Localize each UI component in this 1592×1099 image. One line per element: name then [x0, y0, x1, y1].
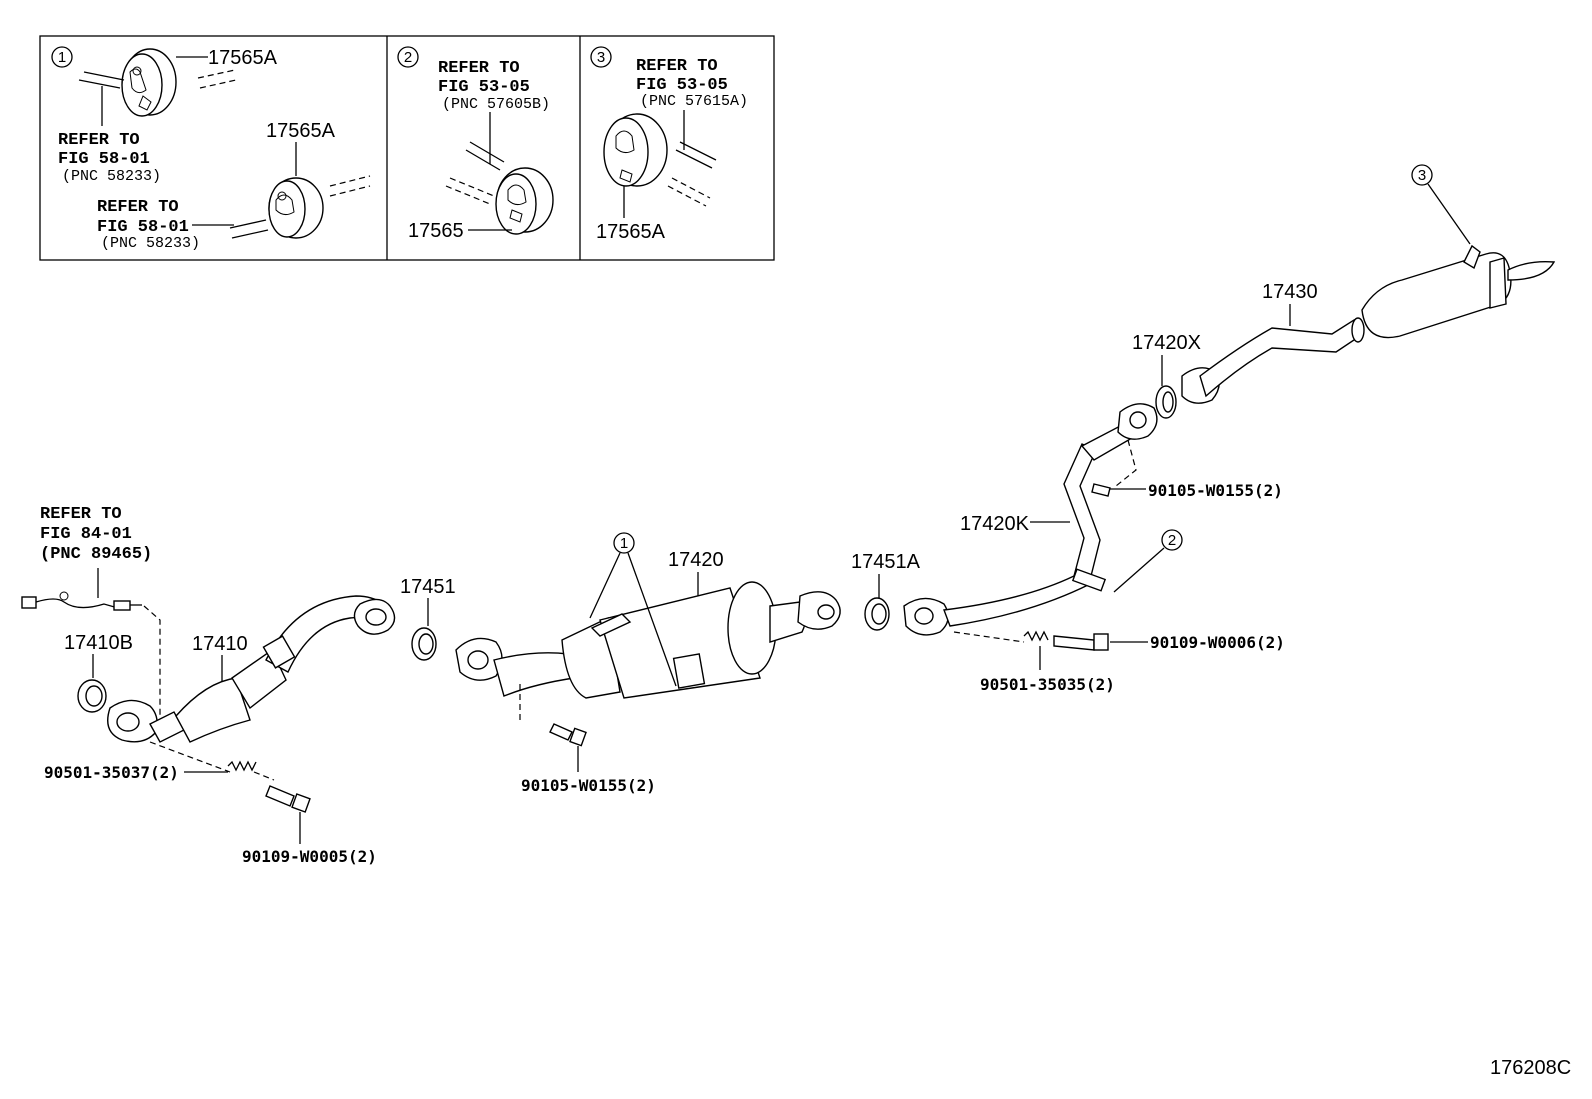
refer-label-d-line1: REFER TO [636, 57, 718, 76]
part-label-17430: 17430 [1262, 281, 1318, 303]
refer-label-c-line3: (PNC 57605B) [442, 96, 550, 113]
part-label-90501-35035: 90501-35035(2) [980, 675, 1115, 694]
bolt-icon[interactable] [1053, 633, 1109, 651]
hanger-rubber-icon[interactable] [495, 167, 554, 235]
gasket-17410B[interactable] [77, 679, 107, 713]
callout-1-inset[interactable]: 1 [51, 46, 73, 68]
figure-id: 176208C [1490, 1057, 1571, 1079]
gasket-17451A[interactable] [864, 597, 890, 631]
part-label-17451A: 17451A [851, 551, 921, 573]
refer-label-a-line2: FIG 58-01 [58, 150, 150, 169]
refer-sensor-line3: (PNC 89465) [40, 545, 152, 564]
refer-label-c-line2: FIG 53-05 [438, 78, 530, 97]
refer-label-a-line1: REFER TO [58, 131, 140, 150]
part-label-17565A-top: 17565A [208, 47, 278, 69]
gasket-17451[interactable] [411, 627, 437, 661]
inset-2: 2 REFER TO FIG 53-05 (PNC 57605B) 17565 [397, 46, 554, 242]
oxygen-sensor[interactable] [21, 591, 142, 611]
svg-text:2: 2 [404, 49, 412, 66]
bolt-icon[interactable] [549, 723, 587, 747]
refer-label-a-line3: (PNC 58233) [62, 168, 161, 185]
part-label-17565: 17565 [408, 220, 464, 242]
part-label-90109-W0006: 90109-W0006(2) [1150, 633, 1285, 652]
intermediate-pipe-17420K[interactable] [903, 403, 1158, 636]
part-label-17565A-inset3: 17565A [596, 221, 666, 243]
refer-label-d-line3: (PNC 57615A) [640, 93, 748, 110]
svg-text:3: 3 [597, 49, 605, 66]
hanger-rubber-icon[interactable] [268, 177, 324, 239]
refer-label-b-line1: REFER TO [97, 198, 179, 217]
refer-sensor-line2: FIG 84-01 [40, 525, 132, 544]
svg-text:1: 1 [58, 49, 66, 66]
refer-label-b-line3: (PNC 58233) [101, 235, 200, 252]
spring-icon[interactable] [227, 760, 257, 772]
catalytic-converter-17420[interactable] [455, 581, 841, 724]
part-label-17420: 17420 [668, 549, 724, 571]
part-label-90105-W0155-right: 90105-W0155(2) [1148, 481, 1283, 500]
inset-3: 3 REFER TO FIG 53-05 (PNC 57615A) 17565A [590, 46, 748, 243]
part-label-17451: 17451 [400, 576, 456, 598]
part-label-90109-W0005: 90109-W0005(2) [242, 847, 377, 866]
refer-label-c-line1: REFER TO [438, 59, 520, 78]
bolt-icon[interactable] [265, 785, 311, 813]
callout-1[interactable]: 1 [613, 532, 635, 554]
spring-icon[interactable] [1023, 630, 1049, 642]
part-label-17420K: 17420K [960, 513, 1030, 535]
callout-2[interactable]: 2 [1161, 529, 1183, 551]
inset-box [39, 35, 775, 261]
front-pipe-17410[interactable] [107, 595, 396, 743]
part-label-17420X: 17420X [1132, 332, 1201, 354]
refer-label-d-line2: FIG 53-05 [636, 76, 728, 95]
hanger-rubber-icon[interactable] [121, 48, 177, 117]
refer-label-b-line2: FIG 58-01 [97, 218, 189, 237]
part-label-17410B: 17410B [64, 632, 133, 654]
callout-3-inset[interactable]: 3 [590, 46, 612, 68]
part-label-17565A-bottom: 17565A [266, 120, 336, 142]
svg-text:2: 2 [1168, 532, 1176, 549]
callout-2-inset[interactable]: 2 [397, 46, 419, 68]
gasket-17420X[interactable] [1155, 385, 1177, 419]
inset-1: 1 17565A REFER TO FIG 58-01 (PNC 58233) … [51, 46, 371, 252]
part-label-17410: 17410 [192, 633, 248, 655]
svg-text:1: 1 [620, 535, 628, 552]
refer-sensor-line1: REFER TO [40, 505, 122, 524]
part-label-90105-W0155-center: 90105-W0155(2) [521, 776, 656, 795]
svg-text:3: 3 [1418, 167, 1426, 184]
bolt-icon[interactable] [1091, 483, 1111, 497]
hanger-rubber-icon[interactable] [603, 113, 668, 187]
callout-3[interactable]: 3 [1411, 164, 1433, 186]
tail-pipe-muffler-17430[interactable] [1181, 244, 1556, 404]
part-label-90501-35037: 90501-35037(2) [44, 763, 179, 782]
